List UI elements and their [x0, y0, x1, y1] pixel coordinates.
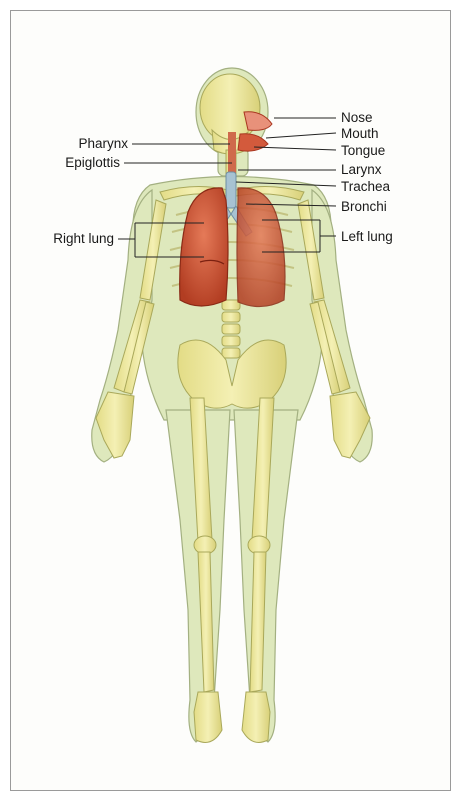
label-nose: Nose: [341, 110, 373, 125]
label-mouth: Mouth: [341, 126, 379, 141]
label-right-lung: Right lung: [53, 231, 114, 246]
label-bronchi: Bronchi: [341, 199, 387, 214]
label-left-lung: Left lung: [341, 229, 393, 244]
label-pharynx: Pharynx: [78, 136, 128, 151]
label-epiglottis: Epiglottis: [65, 155, 120, 170]
label-larynx: Larynx: [341, 162, 382, 177]
label-trachea: Trachea: [341, 179, 391, 194]
label-tongue: Tongue: [341, 143, 385, 158]
vertebrae: [222, 300, 240, 358]
